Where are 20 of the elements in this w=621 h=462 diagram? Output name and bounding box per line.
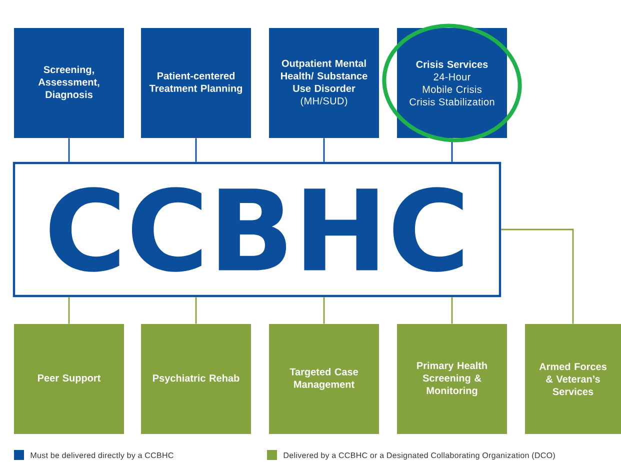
service-box: Armed Forces & Veteran’s Services [525, 324, 621, 434]
connector-line [195, 297, 197, 324]
service-box: Screening, Assessment, Diagnosis [14, 28, 124, 138]
service-box: Psychiatric Rehab [141, 324, 251, 434]
service-box: Patient-centered Treatment Planning [141, 28, 251, 138]
service-box: Peer Support [14, 324, 124, 434]
connector-line [451, 297, 453, 324]
connector-line [323, 138, 325, 162]
connector-line [68, 138, 70, 162]
service-box: Primary Health Screening & Monitoring [397, 324, 507, 434]
hub-box: CCBHC [12, 162, 502, 298]
service-box: Crisis Services 24-Hour Mobile Crisis Crisis Stabilization [397, 28, 507, 138]
connector-line [195, 138, 197, 162]
connector-line [68, 297, 70, 324]
legend-text: Must be delivered directly by a CCBHC [30, 452, 174, 460]
connector-line [323, 297, 325, 324]
legend-text: Delivered by a CCBHC or a Designated Collaborating Organization (DCO) [284, 452, 555, 460]
connector-line [501, 228, 574, 324]
service-box: Outpatient Mental Health/ Substance Use Disorder (MH/SUD) [269, 28, 379, 138]
service-box: Targeted Case Management [269, 324, 379, 434]
